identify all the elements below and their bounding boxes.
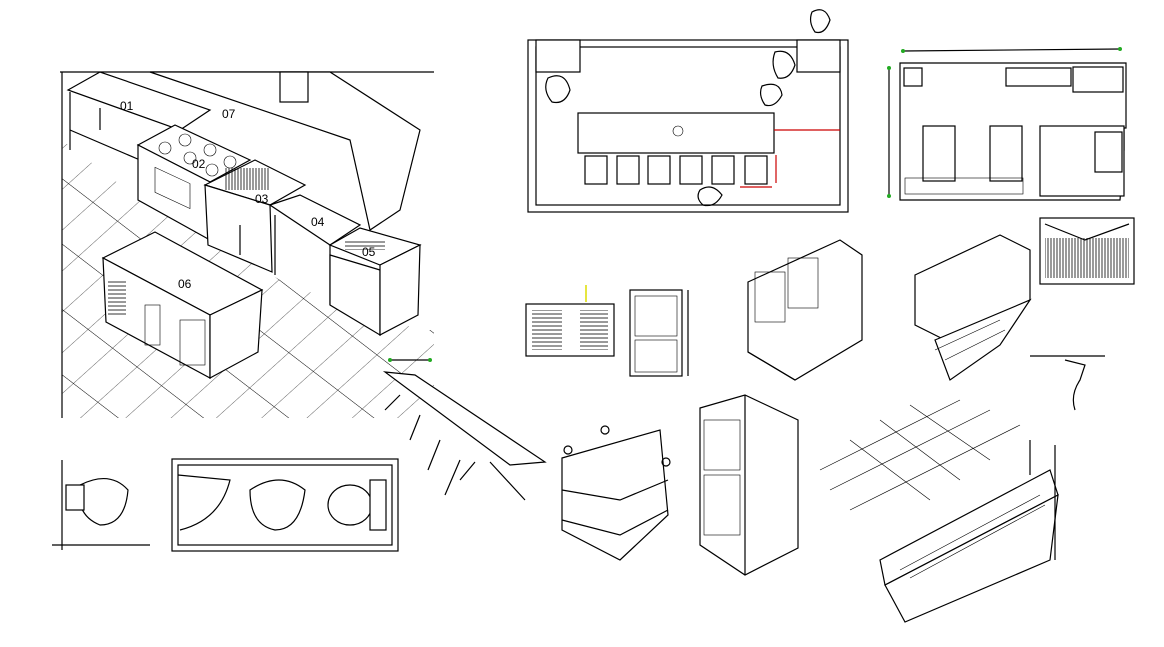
dining-plan (527, 9, 849, 213)
label-04: 04 (311, 215, 325, 229)
buffet-counter-iso (819, 399, 1059, 623)
display-cabinet-iso (747, 239, 863, 381)
faucet-detail (1030, 355, 1105, 411)
cabinet-elevation (629, 289, 689, 377)
label-06: 06 (178, 277, 192, 291)
label-07: 07 (222, 107, 236, 121)
folding-table (382, 358, 547, 501)
label-01: 01 (120, 99, 134, 113)
chairs-row (584, 155, 768, 185)
hood-duct (279, 71, 309, 103)
label-05: 05 (362, 245, 376, 259)
bedroom-plan (887, 47, 1127, 201)
label-02: 02 (192, 157, 206, 171)
isometric-kitchen-view: 01 07 02 03 04 05 06 (60, 71, 434, 418)
bain-marie-iso (914, 234, 1032, 381)
label-03: 03 (255, 192, 269, 206)
rack-frame-iso (561, 425, 671, 561)
work-table-01 (66, 71, 212, 131)
sink-plan-detail (525, 285, 615, 357)
tray-detail (1039, 217, 1135, 285)
bathroom-plan (52, 458, 399, 552)
refrigerator-iso (699, 394, 799, 576)
exhaust-hood (149, 71, 421, 231)
counter-04 (268, 194, 362, 246)
